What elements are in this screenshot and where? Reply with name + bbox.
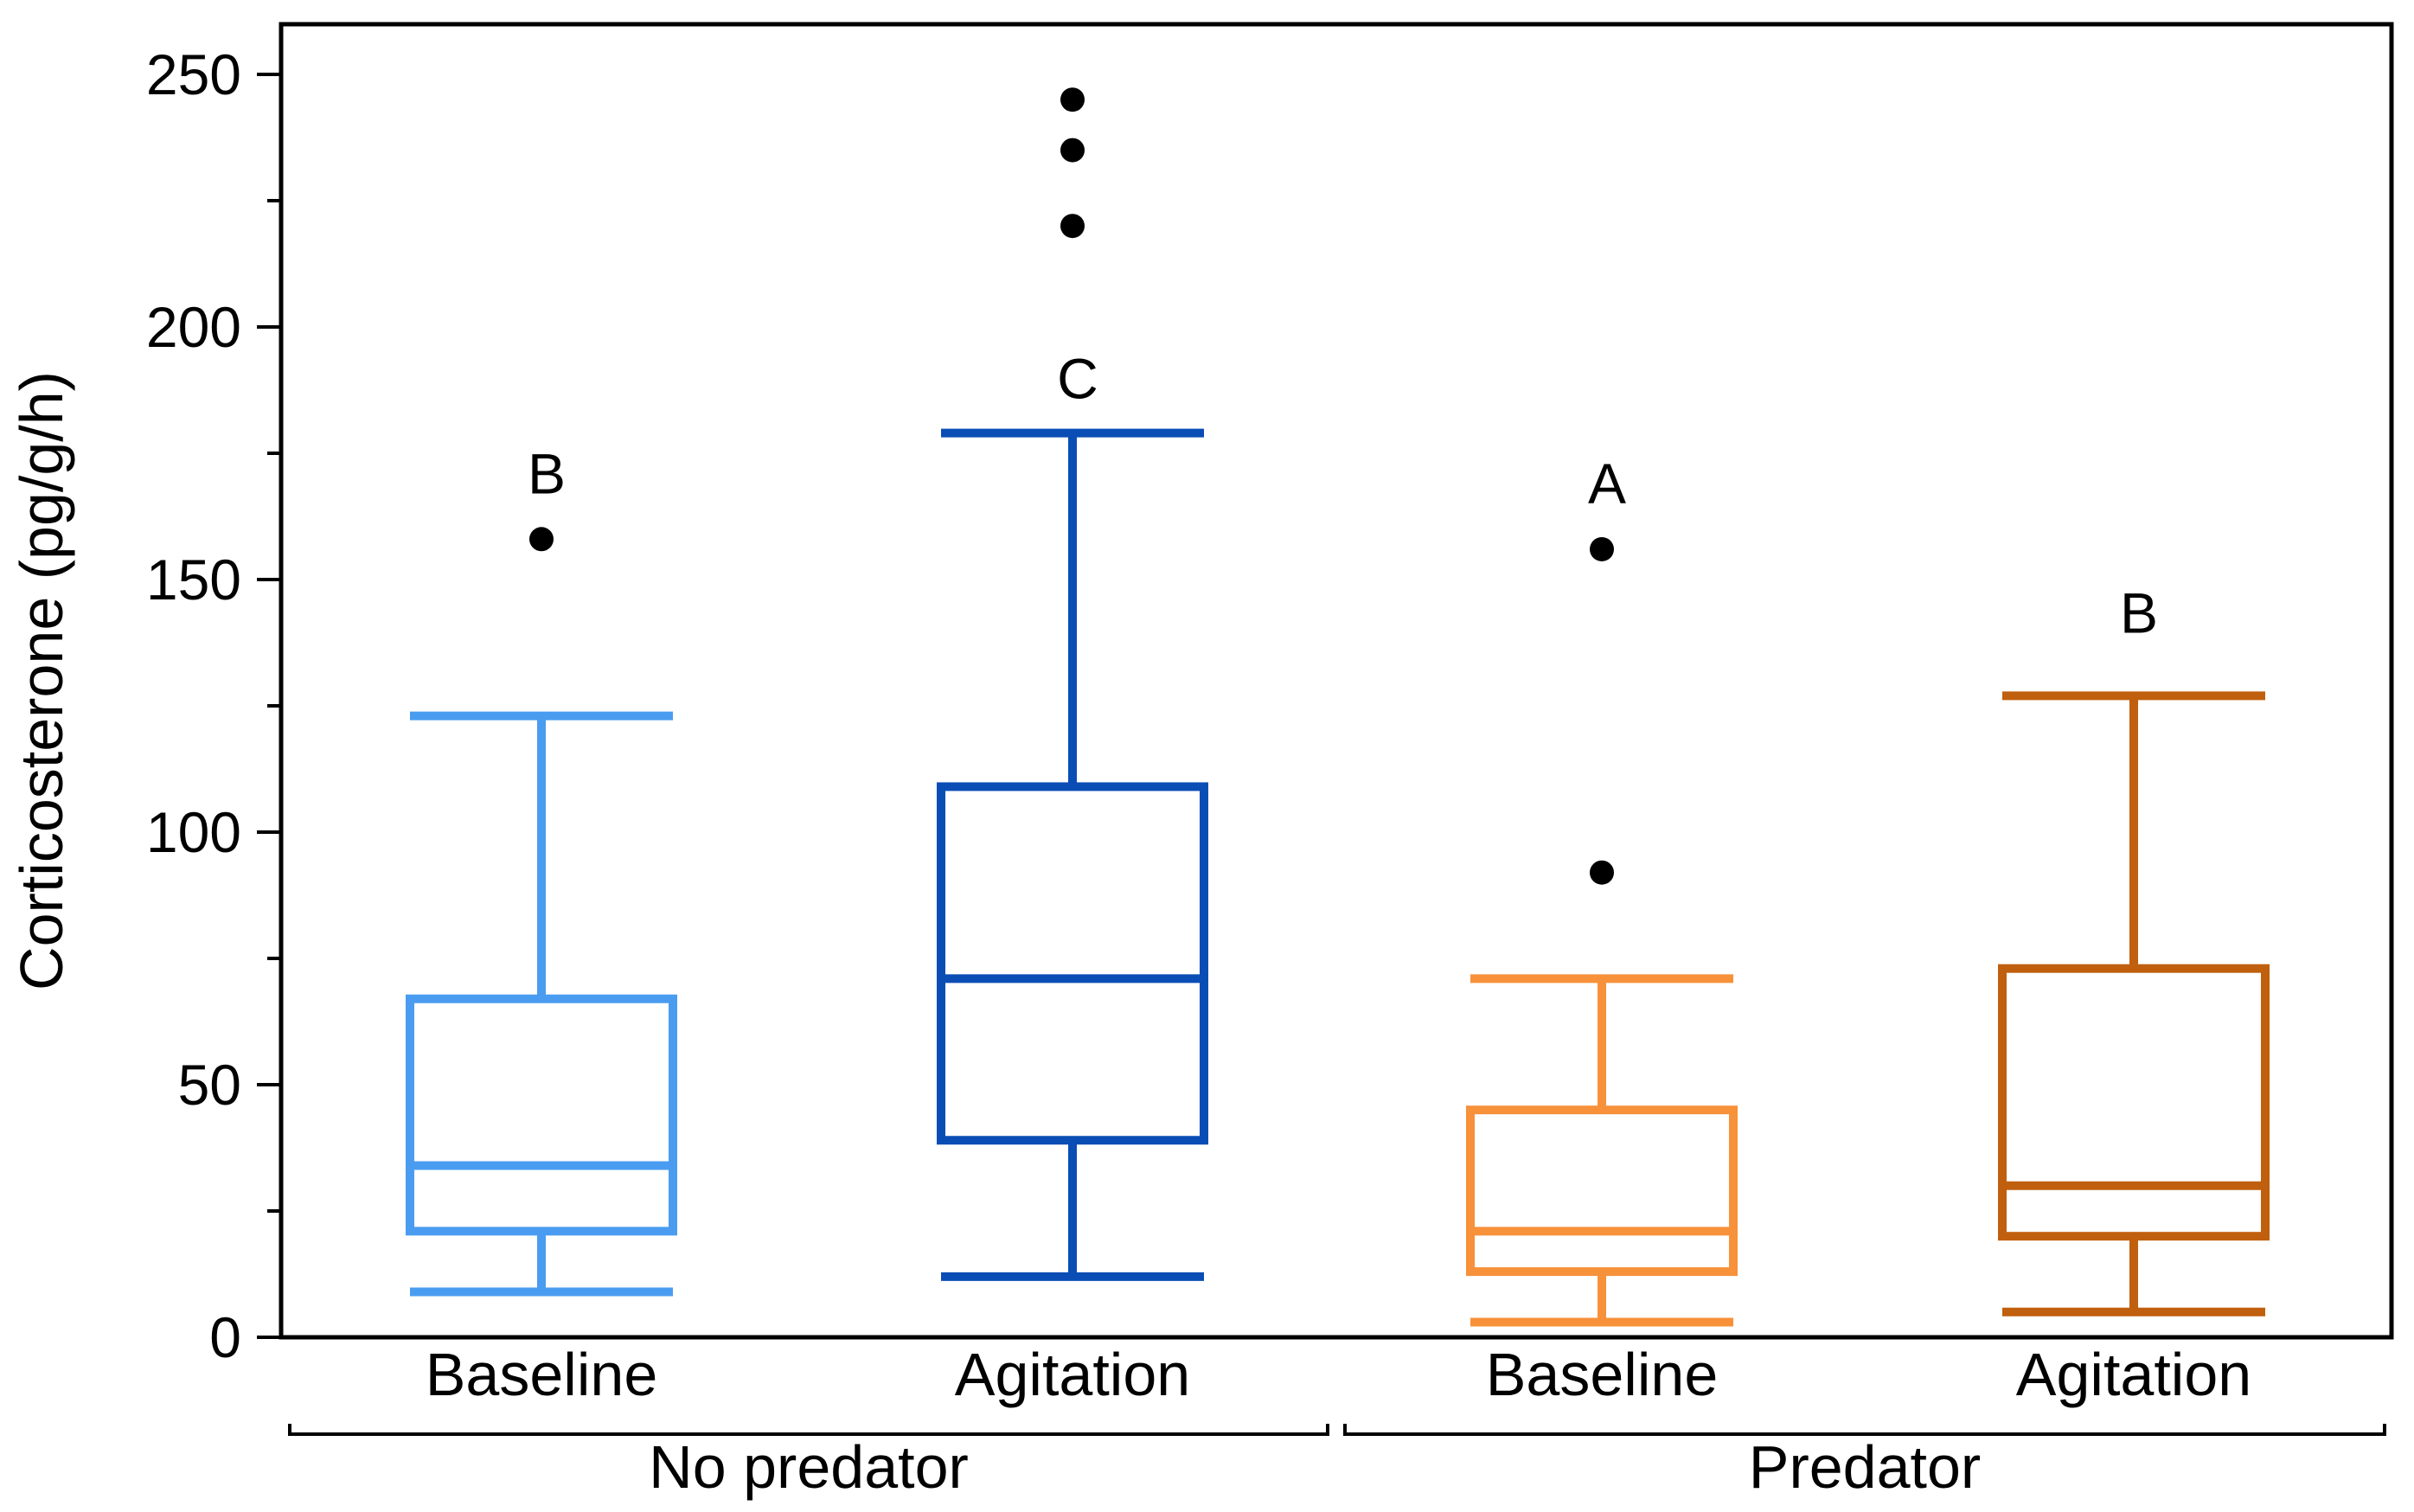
y-tick-label: 0 bbox=[209, 1305, 241, 1369]
outlier-point bbox=[529, 527, 554, 552]
outlier-point bbox=[1060, 214, 1085, 239]
group-bracket-2: Predator bbox=[1343, 1424, 2386, 1501]
bracket-line bbox=[288, 1424, 1329, 1436]
box-2: C bbox=[937, 87, 1208, 1281]
y-axis-title: Corticosterone (pg/g/h) bbox=[8, 371, 75, 990]
x-category-label: Agitation bbox=[2016, 1341, 2251, 1408]
y-tick-label: 200 bbox=[146, 295, 241, 359]
x-category-label: Agitation bbox=[955, 1341, 1190, 1408]
significance-letter: A bbox=[1588, 452, 1626, 516]
x-axis-labels: Baseline Agitation Baseline Agitation bbox=[426, 1341, 2251, 1408]
group-bracket-1: No predator bbox=[288, 1424, 1329, 1501]
y-axis: 0 50 100 150 200 250 bbox=[146, 42, 281, 1369]
box-series: B C A B bbox=[406, 87, 2270, 1327]
bracket-line bbox=[1343, 1424, 2386, 1436]
box-1: B bbox=[406, 441, 677, 1297]
plot-frame bbox=[279, 22, 2394, 1340]
outlier-point bbox=[1590, 860, 1614, 885]
group-label: No predator bbox=[649, 1433, 969, 1501]
group-brackets: No predator Predator bbox=[288, 1424, 2386, 1501]
significance-letter: B bbox=[528, 441, 566, 505]
y-tick-label: 250 bbox=[146, 42, 241, 106]
iqr-box bbox=[1466, 1105, 1738, 1277]
x-category-label: Baseline bbox=[1486, 1341, 1719, 1408]
box-3: A bbox=[1466, 452, 1738, 1327]
x-category-label: Baseline bbox=[426, 1341, 658, 1408]
iqr-box bbox=[1998, 964, 2270, 1241]
outlier-point bbox=[1590, 536, 1614, 561]
y-tick-label: 150 bbox=[146, 548, 241, 612]
box-4: B bbox=[1998, 580, 2270, 1317]
significance-letter: B bbox=[2120, 580, 2158, 644]
significance-letter: C bbox=[1057, 347, 1098, 411]
iqr-box bbox=[937, 782, 1208, 1145]
y-tick-label: 50 bbox=[178, 1053, 241, 1117]
outlier-point bbox=[1060, 87, 1085, 112]
y-tick-label: 100 bbox=[146, 800, 241, 864]
group-label: Predator bbox=[1749, 1433, 1981, 1501]
iqr-box bbox=[406, 994, 677, 1236]
outlier-point bbox=[1060, 138, 1085, 163]
